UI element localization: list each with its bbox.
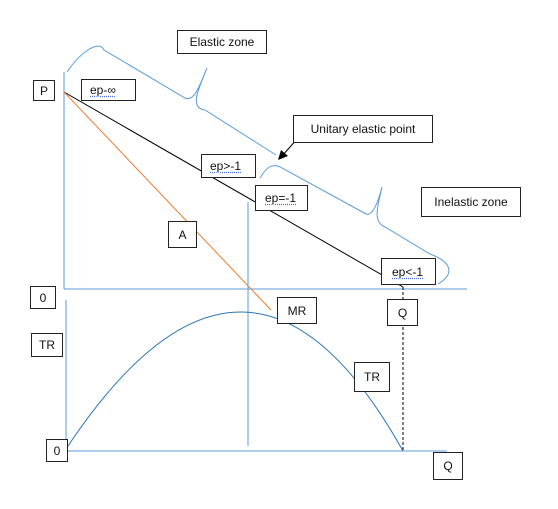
elastic-zone-label: Elastic zone	[177, 30, 267, 54]
inelastic-zone-label: Inelastic zone	[421, 187, 521, 217]
tr-axis-label: TR	[31, 333, 63, 357]
ep-lt-text: ep<-1	[392, 264, 424, 279]
ep-lt-label: ep<-1	[381, 258, 436, 285]
ep-gt-text: ep>-1	[210, 159, 242, 173]
ep-infinity-label: ep-∞	[81, 79, 136, 101]
tr-curve	[65, 311, 404, 452]
q-top-label: Q	[387, 299, 418, 326]
inelastic-zone-brace	[259, 165, 450, 285]
ep-infinity-text: ep-∞	[90, 83, 116, 97]
p-label: P	[33, 80, 55, 101]
unitary-point-label: Unitary elastic point	[293, 115, 433, 143]
q-bottom-label: Q	[433, 452, 463, 480]
ep-eq-label: ep=-1	[255, 185, 308, 211]
tr-curve-label: TR	[354, 362, 390, 392]
elastic-zone-brace	[66, 45, 277, 156]
demand-line	[63, 91, 404, 288]
a-label: A	[168, 221, 197, 248]
unitary-arrow-head	[278, 150, 288, 160]
ep-gt-label: ep>-1	[201, 154, 256, 178]
origin-bottom-label: 0	[46, 439, 68, 462]
mr-line	[63, 91, 272, 311]
ep-eq-text: ep=-1	[265, 191, 297, 205]
origin-top-label: 0	[30, 286, 56, 309]
mr-label: MR	[277, 297, 317, 324]
